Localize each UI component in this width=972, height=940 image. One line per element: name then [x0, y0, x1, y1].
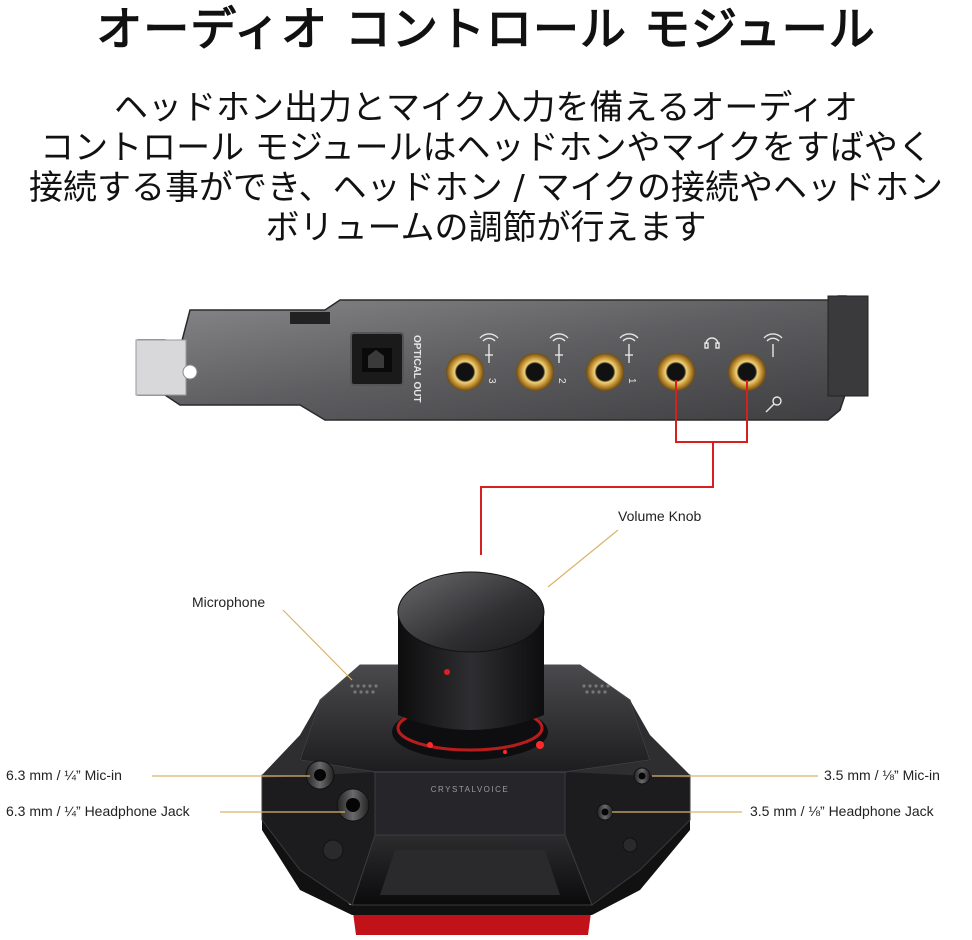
- volume-knob: [397, 571, 545, 730]
- speaker-icon: [763, 333, 783, 357]
- description-line: コントロール モジュールはヘッドホンやマイクをすばやく: [40, 128, 932, 168]
- jack-number-2: 2: [556, 378, 567, 384]
- page-title: オーディオ コントロール モジュール: [96, 2, 876, 56]
- volume-knob-leader: [547, 529, 619, 588]
- callout-volume-knob: Volume Knob: [618, 508, 702, 524]
- knob-indicator: [444, 669, 450, 675]
- description: ヘッドホン出力とマイク入力を備えるオーディオ コントロール モジュールはヘッドホ…: [0, 88, 972, 248]
- microphone-icon: [765, 396, 782, 413]
- callout-headphone-35: 3.5 mm / ⅛” Headphone Jack: [750, 803, 934, 819]
- rear-jack-1: [586, 353, 624, 391]
- headphone-icon: [704, 337, 720, 349]
- callout-mic-in-63: 6.3 mm / ¼” Mic-in: [6, 767, 122, 783]
- module-link-line: [480, 442, 714, 555]
- control-module: CRYSTALVOICE: [261, 571, 691, 935]
- speaker-icon: [479, 333, 499, 363]
- rear-jack-3: [446, 353, 484, 391]
- description-line: 接続する事ができ、ヘッドホン / マイクの接続やヘッドホン: [28, 168, 943, 208]
- speaker-icon: [549, 333, 569, 363]
- jack-number-1: 1: [626, 378, 637, 384]
- microphone-grille-left: [350, 684, 378, 694]
- rear-jack-2: [516, 353, 554, 391]
- card-jacks: [446, 353, 766, 391]
- speaker-icon: [619, 333, 639, 363]
- jack-bridge-line: [675, 380, 748, 443]
- callout-leaders: [152, 529, 818, 813]
- jack-number-3: 3: [486, 378, 497, 384]
- microphone-grille-right: [582, 684, 610, 694]
- headphone-out-jack: [657, 353, 695, 391]
- description-line: ボリュームの調節が行えます: [265, 208, 707, 248]
- callout-microphone: Microphone: [192, 594, 266, 610]
- right-jacks: [596, 767, 651, 853]
- bracket-hole: [182, 364, 198, 380]
- optical-out-port: [350, 332, 404, 386]
- jack-icons: [479, 333, 783, 413]
- optical-out-label: OPTICAL OUT: [411, 335, 422, 403]
- connection-lines: [480, 380, 748, 555]
- brand-label: CRYSTALVOICE: [431, 785, 509, 794]
- description-line: ヘッドホン出力とマイク入力を備えるオーディオ: [114, 88, 858, 128]
- mic-in-jack: [728, 353, 766, 391]
- callout-headphone-63: 6.3 mm / ¼” Headphone Jack: [6, 803, 190, 819]
- callout-mic-in-35: 3.5 mm / ⅛” Mic-in: [824, 767, 940, 783]
- left-jacks: [305, 760, 370, 861]
- microphone-leader: [282, 609, 353, 681]
